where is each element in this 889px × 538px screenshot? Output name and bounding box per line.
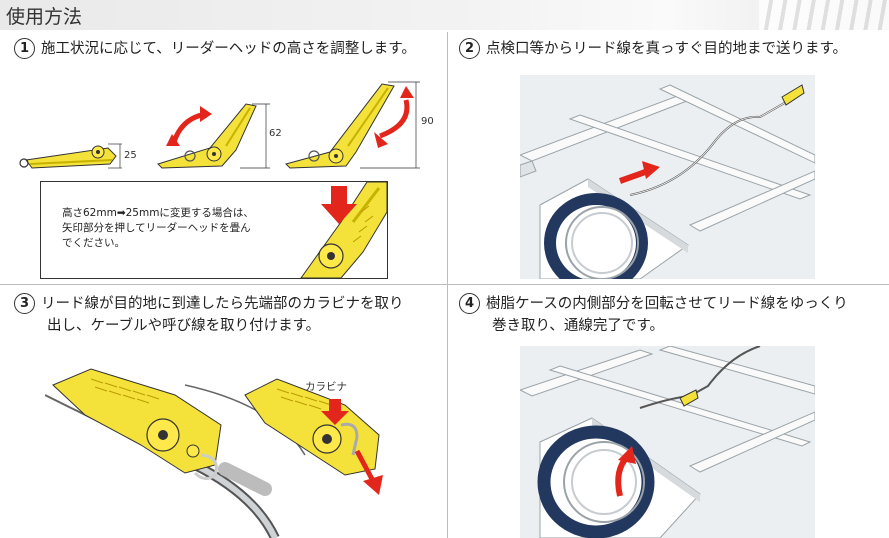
rewind-illustration bbox=[520, 346, 815, 538]
step-1-heading: 1 施工状況に応じて、リーダーヘッドの高さを調整します。 bbox=[14, 38, 416, 60]
row-divider bbox=[0, 284, 889, 285]
leader-head-mid bbox=[157, 103, 270, 169]
step-4-heading: 4 樹脂ケースの内側部分を回転させてリード線をゆっくり 巻き取り、通線完了です。 bbox=[459, 293, 848, 337]
header-stripes bbox=[759, 0, 889, 30]
dimension-mid: 62 bbox=[269, 128, 282, 139]
leader-head-left bbox=[52, 368, 222, 480]
step-text: リード線が目的地に到達したら先端部のカラビナを取り bbox=[41, 296, 404, 312]
cable-spool bbox=[537, 425, 655, 538]
leader-head-high bbox=[285, 81, 420, 169]
step-2-heading: 2 点検口等からリード線を真っすぐ目的地まで送ります。 bbox=[459, 38, 847, 60]
karabina-attach-illustration bbox=[45, 368, 383, 538]
step-text-line2: 出し、ケーブルや呼び線を取り付けます。 bbox=[47, 318, 321, 334]
fold-note-box: 高さ62mm➡25mmに変更する場合は、 矢印部分を押してリーダーヘッドを畳ん … bbox=[40, 181, 388, 279]
step-text: 樹脂ケースの内側部分を回転させてリード線をゆっくり bbox=[486, 296, 848, 312]
step-number: 1 bbox=[14, 38, 35, 59]
page-title: 使用方法 bbox=[6, 6, 83, 28]
step-text: 点検口等からリード線を真っすぐ目的地まで送ります。 bbox=[486, 41, 848, 57]
step-number: 2 bbox=[459, 38, 480, 59]
step-3-heading: 3 リード線が目的地に到達したら先端部のカラビナを取り 出し、ケーブルや呼び線を取… bbox=[14, 293, 404, 337]
karabina-label: カラビナ bbox=[305, 381, 347, 393]
fold-closeup-illustration bbox=[300, 182, 387, 278]
cable-spool bbox=[544, 193, 648, 279]
step-number: 3 bbox=[14, 293, 35, 314]
fold-note: 高さ62mm➡25mmに変更する場合は、 矢印部分を押してリーダーヘッドを畳ん … bbox=[62, 207, 254, 249]
leader-head-low bbox=[19, 143, 122, 169]
step-text: 施工状況に応じて、リーダーヘッドの高さを調整します。 bbox=[41, 41, 416, 57]
dimension-low: 25 bbox=[124, 150, 137, 161]
ceiling-feed-illustration bbox=[520, 75, 815, 279]
dimension-high: 90 bbox=[421, 116, 434, 127]
leader-head-height-illustration bbox=[19, 81, 420, 169]
section-header: 使用方法 bbox=[0, 0, 889, 30]
step-text-line2: 巻き取り、通線完了です。 bbox=[492, 318, 664, 334]
column-divider bbox=[447, 32, 448, 538]
leader-head-right bbox=[244, 378, 383, 495]
step-number: 4 bbox=[459, 293, 480, 314]
